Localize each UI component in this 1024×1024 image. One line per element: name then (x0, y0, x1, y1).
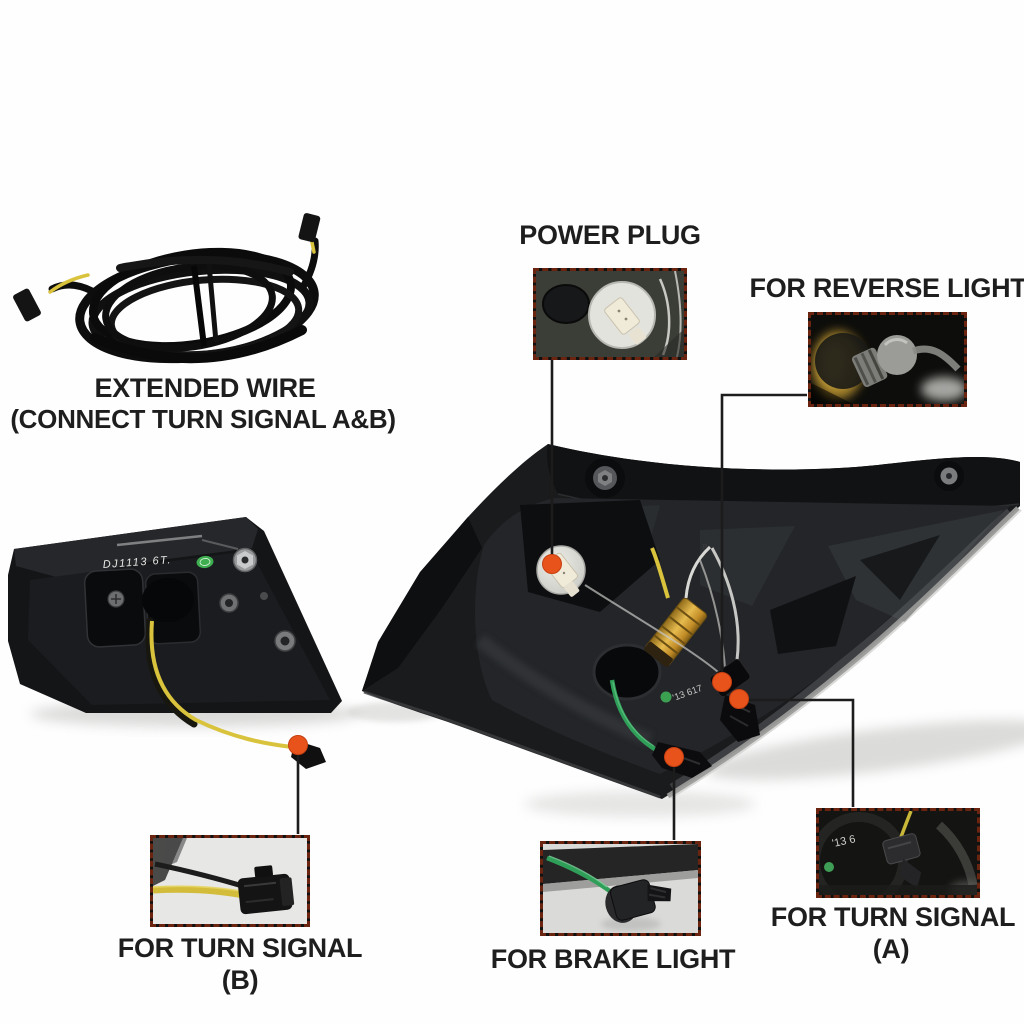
inner-lamp-marking-text: DJ1113 6T. (102, 554, 172, 571)
housing-screw-right (934, 461, 964, 491)
coil-connector-left (13, 288, 41, 322)
housing-green-dot-sticker (660, 691, 672, 703)
reverse-light-callout-line (720, 393, 807, 676)
screw-4 (107, 590, 125, 608)
screw-2 (219, 593, 239, 613)
small-rivet (260, 592, 268, 600)
reverse-light-label: FOR REVERSE LIGHT (749, 273, 1024, 303)
coil-connector-right (298, 213, 321, 243)
turn-signal-a-callout-line (739, 698, 855, 807)
brake-socket-hole (592, 643, 662, 701)
reverse-light-marker-dot (712, 672, 732, 692)
extended-wire-coil (13, 213, 321, 364)
housing-screw-left (585, 458, 625, 498)
extended-wire-label-line1: EXTENDED WIRE (94, 373, 316, 403)
hex-nut (232, 547, 258, 573)
turn-a-inset-marking-text: '13 6 (831, 833, 856, 850)
turn-signal-b-label-line2: (B) (221, 965, 259, 995)
power-plug-inset-photo (533, 268, 687, 360)
load-resistor (644, 597, 708, 668)
turn-signal-a-label-line2: (A) (872, 934, 910, 964)
emboss-mark: B (702, 542, 709, 552)
brake-light-marker-dot (664, 747, 684, 767)
turn-signal-b-label-line1: FOR TURN SIGNAL (117, 933, 363, 963)
reverse-light-inset-photo (808, 312, 967, 407)
inset-green-dot-sticker (824, 862, 834, 872)
brake-light-inset-photo (540, 841, 701, 936)
tail-light-housing: B (362, 444, 1022, 799)
resistor-yellow-wire (650, 547, 670, 599)
extended-wire-label-line2: (CONNECT TURN SIGNAL A&B) (10, 404, 396, 434)
brake-light-label: FOR BRAKE LIGHT (490, 944, 736, 974)
turn-signal-a-inset-photo: '13 6 (816, 808, 980, 898)
turn-signal-a-marker-dot (729, 689, 749, 709)
power-plug-label: POWER PLUG (519, 220, 701, 250)
green-sticker (196, 555, 214, 569)
power-plug-marker-dot (542, 554, 562, 574)
inner-tail-lamp: DJ1113 6T. (8, 517, 342, 769)
screw-3 (274, 630, 296, 652)
coil-yellow-lead-left (48, 273, 90, 294)
resistor-white-wire (684, 545, 712, 599)
brake-green-wire (609, 679, 660, 753)
inner-lamp-yellow-wire (149, 620, 293, 749)
turn-signal-b-marker-dot (288, 735, 308, 755)
turn-signal-a-label-line1: FOR TURN SIGNAL (770, 902, 1016, 932)
turn-signal-b-inset-photo (150, 835, 310, 927)
